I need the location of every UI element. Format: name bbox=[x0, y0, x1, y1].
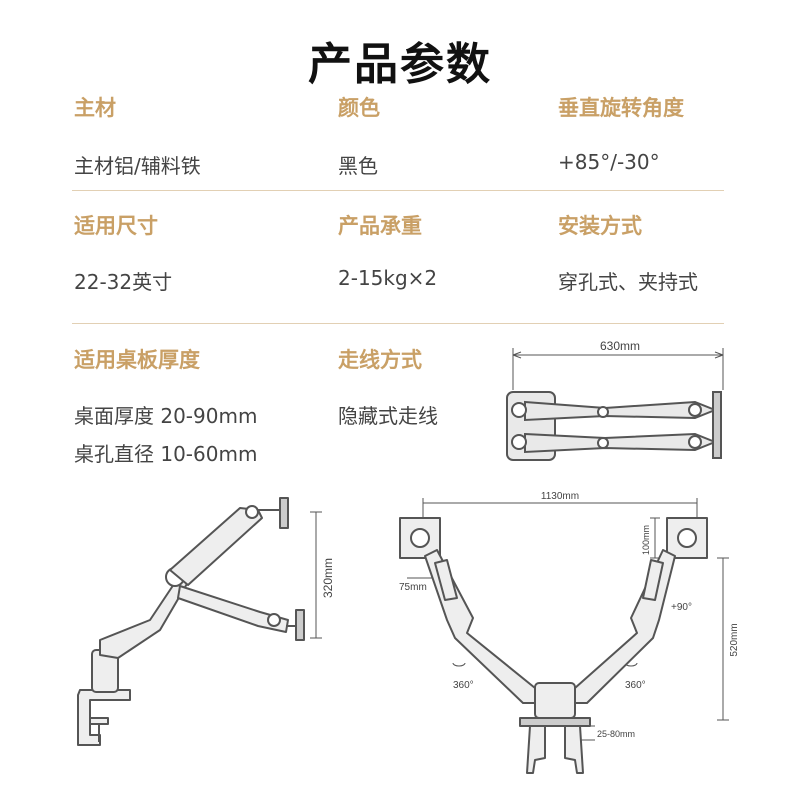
spec-value-material: 主材铝/辅料铁 bbox=[74, 154, 201, 178]
spec-value-hole-diameter: 桌孔直径 10-60mm bbox=[74, 442, 258, 466]
dim-front-width: 1130mm bbox=[541, 491, 579, 502]
spec-label-install: 安装方式 bbox=[558, 214, 642, 238]
page-title: 产品参数 bbox=[308, 39, 492, 90]
dim-desk-thickness: 25-80mm bbox=[597, 729, 635, 739]
dim-rotate-left: 360° bbox=[453, 680, 474, 691]
dim-top-width: 630mm bbox=[600, 339, 640, 353]
dim-rotate-right: 360° bbox=[625, 680, 646, 691]
dim-side-height: 320mm bbox=[321, 558, 335, 598]
front-view-diagram: 1130mm 100mm 75mm +90° 360° 360° 520mm 2… bbox=[399, 491, 740, 774]
side-view-diagram: 320mm bbox=[77, 497, 335, 746]
dim-vesa-width: 75mm bbox=[399, 582, 427, 593]
divider bbox=[72, 323, 724, 324]
spec-label-size: 适用尺寸 bbox=[74, 214, 158, 238]
dim-front-height: 520mm bbox=[729, 623, 740, 656]
divider bbox=[72, 190, 724, 191]
dim-tilt: +90° bbox=[671, 602, 692, 613]
spec-label-load: 产品承重 bbox=[338, 214, 422, 238]
spec-value-tilt: +85°/-30° bbox=[558, 150, 660, 174]
spec-label-material: 主材 bbox=[74, 96, 116, 120]
spec-value-color: 黑色 bbox=[338, 154, 378, 178]
spec-label-tilt: 垂直旋转角度 bbox=[558, 96, 684, 120]
spec-label-cable: 走线方式 bbox=[338, 348, 422, 372]
spec-value-load: 2-15kg×2 bbox=[338, 266, 438, 290]
spec-value-install: 穿孔式、夹持式 bbox=[558, 270, 698, 294]
top-view-diagram: 630mm bbox=[506, 339, 724, 461]
spec-label-desk-thickness: 适用桌板厚度 bbox=[74, 348, 200, 372]
spec-value-cable: 隐藏式走线 bbox=[338, 404, 438, 428]
spec-label-color: 颜色 bbox=[338, 96, 380, 120]
spec-value-desk-thickness: 桌面厚度 20-90mm bbox=[74, 404, 258, 428]
spec-value-size: 22-32英寸 bbox=[74, 270, 173, 294]
dim-vesa-height: 100mm bbox=[641, 525, 651, 555]
